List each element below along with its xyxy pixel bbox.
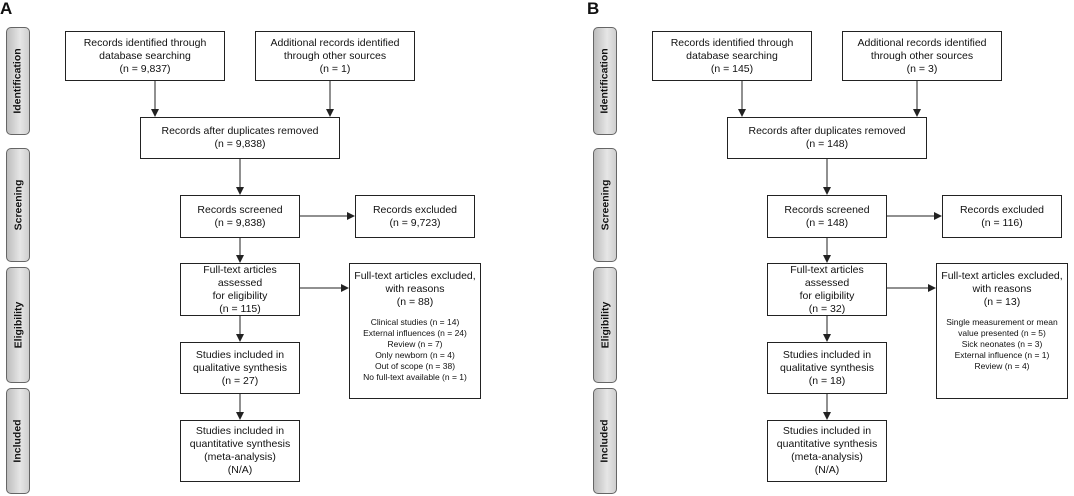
quantitative-synthesis-box-line: Studies included in	[782, 425, 872, 437]
stage-label: Eligibility	[593, 267, 617, 383]
records-screened-box-line: Records screened	[784, 203, 870, 216]
records-identified-box-line: (n = 9,837)	[119, 62, 171, 75]
duplicates-removed-box-line: (n = 148)	[805, 138, 849, 150]
records-identified-box-line: (n = 145)	[710, 62, 754, 75]
qualitative-synthesis-box-line: qualitative synthesis	[193, 361, 287, 374]
stage-label: Included	[6, 388, 30, 494]
records-excluded-box: Records excluded(n = 9,723)	[355, 195, 475, 238]
stage-label-text: Identification	[12, 48, 24, 114]
exclusion-reason: External influence (n = 1)	[954, 350, 1050, 360]
records-screened-box: Records screened(n = 9,838)	[180, 195, 300, 238]
records-identified-box-line: Records identified through	[670, 36, 794, 49]
fulltext-excluded-box: Full-text articles excluded,with reasons…	[936, 263, 1068, 399]
quantitative-synthesis-box-line: Studies included in	[195, 425, 285, 437]
fulltext-excluded-box-line: with reasons	[385, 283, 445, 295]
quantitative-synthesis-box-line: quantitative synthesis	[776, 438, 878, 450]
records-screened-box-line: (n = 9,838)	[214, 216, 266, 229]
additional-records-box-line: (n = 1)	[319, 62, 351, 75]
records-excluded-box-line: (n = 116)	[981, 216, 1023, 229]
stage-label: Identification	[6, 27, 30, 135]
stage-label: Included	[593, 388, 617, 494]
stage-label-text: Screening	[12, 179, 24, 231]
stage-label-text: Eligibility	[599, 301, 612, 349]
fulltext-excluded-box-line: (n = 13)	[983, 296, 1021, 308]
qualitative-synthesis-box-line: qualitative synthesis	[780, 361, 874, 374]
records-excluded-box: Records excluded(n = 116)	[942, 195, 1062, 238]
exclusion-reason: Clinical studies (n = 14)	[370, 317, 460, 327]
panel-letter: B	[587, 0, 600, 18]
quantitative-synthesis-box-line: (N/A)	[814, 464, 840, 476]
fulltext-excluded-box: Full-text articles excluded,with reasons…	[349, 263, 481, 399]
additional-records-box-line: (n = 3)	[906, 62, 938, 75]
records-identified-box-line: Records identified through	[83, 36, 207, 49]
fulltext-assessed-box-line: (n = 32)	[808, 302, 846, 315]
stage-label-text: Identification	[599, 48, 611, 114]
duplicates-removed-box-line: (n = 9,838)	[214, 138, 266, 150]
qualitative-synthesis-box-line: (n = 27)	[221, 374, 259, 387]
duplicates-removed-box: Records after duplicates removed(n = 9,8…	[140, 117, 340, 159]
records-screened-box-line: (n = 148)	[805, 216, 849, 229]
exclusion-reason: Review (n = 7)	[387, 339, 443, 349]
stage-label-text: Screening	[599, 179, 611, 231]
fulltext-assessed-box-line: (n = 115)	[219, 302, 261, 315]
exclusion-reason: External influences (n = 24)	[363, 328, 467, 338]
exclusion-reason: Review (n = 4)	[974, 361, 1030, 371]
qualitative-synthesis-box-line: Studies included in	[195, 348, 285, 361]
duplicates-removed-box-line: Records after duplicates removed	[748, 125, 906, 137]
exclusion-reason: No full-text available (n = 1)	[363, 372, 467, 382]
records-identified-box-line: database searching	[99, 49, 191, 62]
stage-label-text: Included	[12, 419, 25, 463]
fulltext-assessed-box-line: for eligibility	[212, 289, 268, 302]
records-screened-box-line: Records screened	[197, 203, 283, 216]
quantitative-synthesis-box-line: (N/A)	[227, 464, 253, 476]
exclusion-reason: Out of scope (n = 38)	[374, 361, 456, 371]
additional-records-box-line: through other sources	[870, 49, 974, 62]
fulltext-assessed-box-line: for eligibility	[799, 289, 855, 302]
fulltext-excluded-box-line: (n = 88)	[396, 296, 434, 308]
quantitative-synthesis-box-line: (meta-analysis)	[791, 451, 863, 463]
records-excluded-box-line: Records excluded	[959, 203, 1045, 216]
stage-label-text: Eligibility	[12, 301, 25, 349]
qualitative-synthesis-box-line: (n = 18)	[808, 374, 846, 387]
records-identified-box-line: database searching	[686, 49, 778, 62]
fulltext-excluded-box-line: Full-text articles excluded,	[941, 270, 1063, 282]
panel-letter: A	[0, 0, 13, 18]
fulltext-assessed-box-line: Full-text articles assessed	[790, 263, 864, 289]
fulltext-assessed-box-line: Full-text articles assessed	[203, 263, 277, 289]
stage-label: Identification	[593, 27, 617, 135]
fulltext-excluded-box-line: Full-text articles excluded,	[354, 270, 476, 282]
duplicates-removed-box: Records after duplicates removed(n = 148…	[727, 117, 927, 159]
exclusion-reason: Single measurement or mean	[946, 317, 1058, 327]
exclusion-reason: value presented (n = 5)	[958, 328, 1046, 338]
qualitative-synthesis-box-line: Studies included in	[782, 348, 872, 361]
quantitative-synthesis-box-line: (meta-analysis)	[204, 451, 276, 463]
additional-records-box-line: Additional records identified	[857, 36, 987, 49]
stage-label: Eligibility	[6, 267, 30, 383]
records-screened-box: Records screened(n = 148)	[767, 195, 887, 238]
stage-label: Screening	[6, 148, 30, 262]
quantitative-synthesis-box-line: quantitative synthesis	[189, 438, 291, 450]
additional-records-box-line: Additional records identified	[270, 36, 400, 49]
fulltext-excluded-box-line: with reasons	[972, 283, 1032, 295]
stage-label-text: Included	[599, 419, 612, 463]
records-excluded-box-line: (n = 9,723)	[389, 216, 441, 229]
records-excluded-box-line: Records excluded	[372, 203, 458, 216]
exclusion-reason: Sick neonates (n = 3)	[961, 339, 1043, 349]
additional-records-box-line: through other sources	[283, 49, 387, 62]
stage-label: Screening	[593, 148, 617, 262]
duplicates-removed-box-line: Records after duplicates removed	[161, 125, 319, 137]
exclusion-reason: Only newborn (n = 4)	[375, 350, 455, 360]
